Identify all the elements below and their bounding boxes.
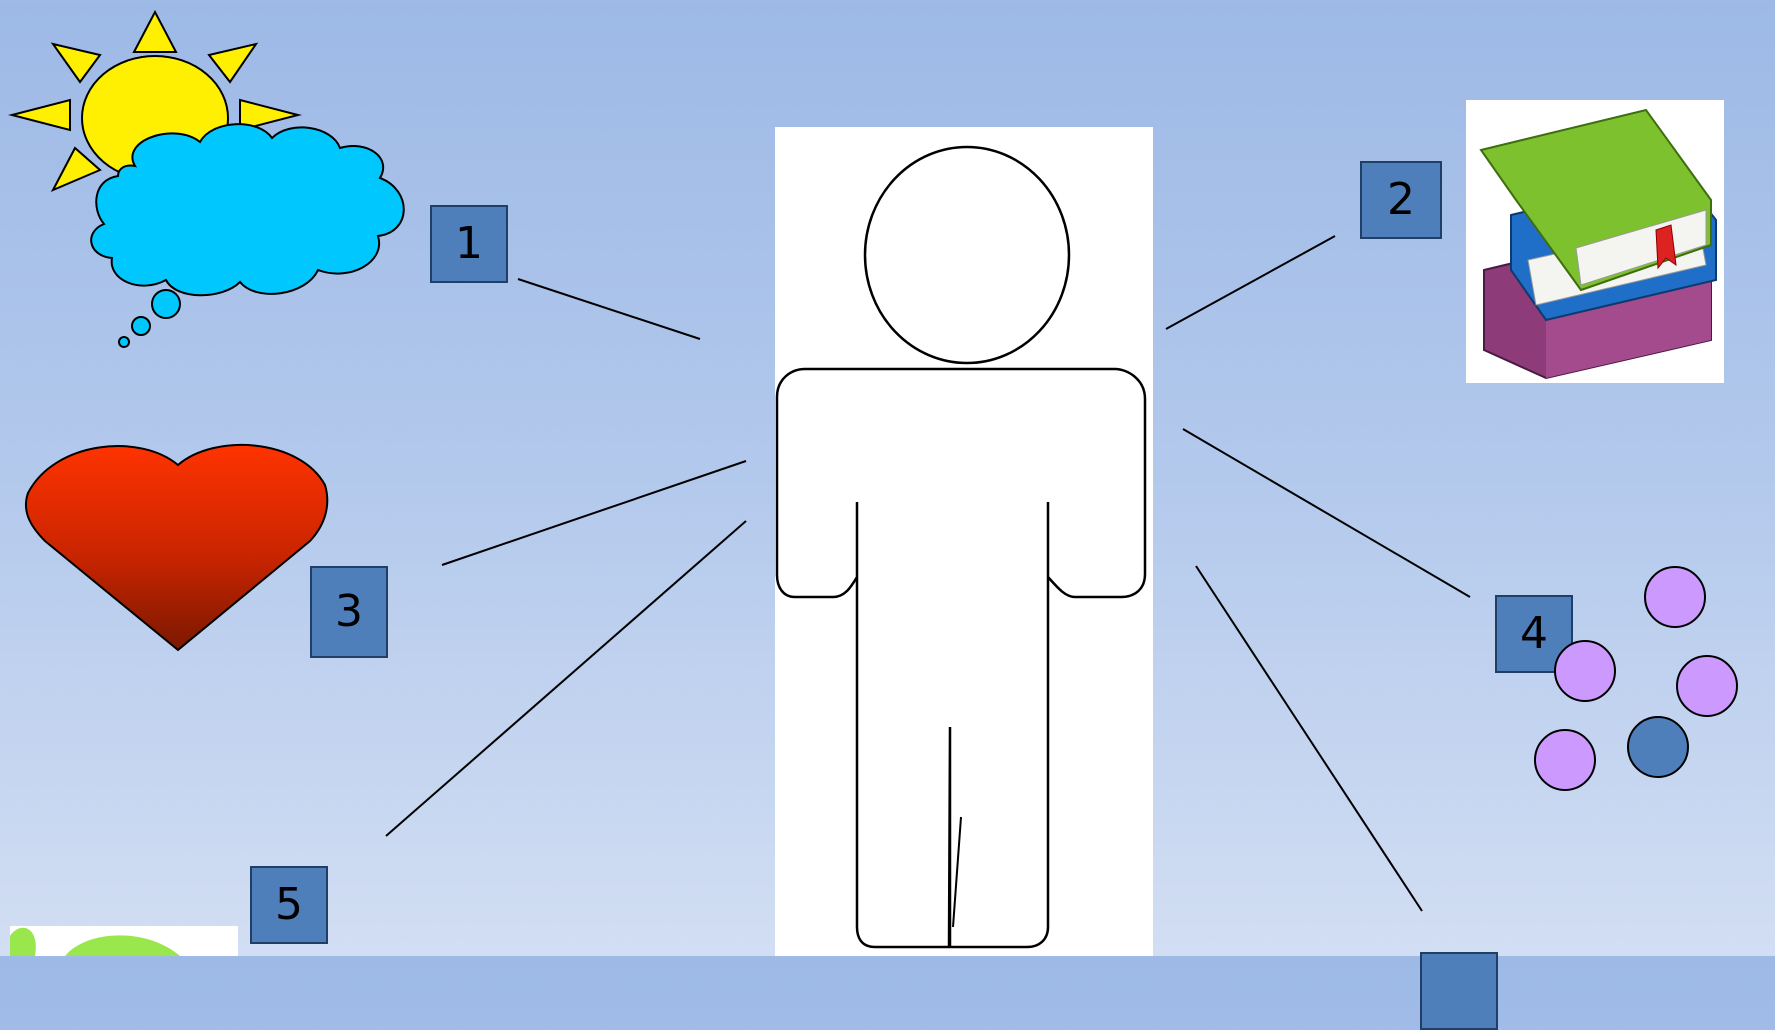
label-2-text: 2 xyxy=(1387,174,1415,225)
circle-blue xyxy=(1627,716,1689,778)
cloud-shape xyxy=(90,123,405,297)
diagram-canvas: 1 2 3 4 5 xyxy=(8,9,1738,1030)
label-box-6-partial xyxy=(1420,952,1498,1030)
books-icon xyxy=(1479,108,1717,380)
circle-purple xyxy=(1644,566,1706,628)
bookmark-ribbon xyxy=(1655,224,1677,270)
label-4-text: 4 xyxy=(1520,608,1548,659)
sun-ray xyxy=(207,42,259,84)
cloud-bubble xyxy=(151,289,181,319)
sun-ray xyxy=(132,9,178,53)
person-head xyxy=(863,145,1071,365)
connector-lines xyxy=(385,235,1471,912)
sun-ray xyxy=(239,98,302,132)
cloud-bubble xyxy=(118,336,130,348)
label-1-text: 1 xyxy=(455,218,483,269)
sun-ray xyxy=(8,98,71,132)
person-leg-seam xyxy=(952,816,962,928)
heart-icon xyxy=(25,443,329,652)
person-panel xyxy=(775,127,1153,956)
connector-6 xyxy=(1195,565,1423,912)
sun-cloud-icon xyxy=(8,9,405,348)
connector-3 xyxy=(441,460,747,566)
leaf-icon xyxy=(10,927,180,956)
person-body xyxy=(775,367,1147,949)
circle-purple xyxy=(1534,729,1596,791)
circle-purple xyxy=(1554,640,1616,702)
connector-4 xyxy=(1182,428,1471,598)
label-5-text: 5 xyxy=(275,879,303,930)
circle-purple xyxy=(1676,655,1738,717)
label-3-text: 3 xyxy=(335,586,363,637)
label-box-2: 2 xyxy=(1360,161,1442,239)
person-outline-icon xyxy=(775,145,1147,949)
label-box-1: 1 xyxy=(430,205,508,283)
connector-1 xyxy=(517,278,701,340)
sun-ray xyxy=(50,42,102,84)
cloud-bubble xyxy=(131,316,151,336)
circles-icon xyxy=(1534,566,1738,791)
sun-ray xyxy=(50,146,102,193)
connector-5 xyxy=(385,520,747,837)
connector-2 xyxy=(1165,235,1336,330)
label-box-3: 3 xyxy=(310,566,388,658)
label-box-5: 5 xyxy=(250,866,328,944)
heart-shape xyxy=(25,443,329,652)
